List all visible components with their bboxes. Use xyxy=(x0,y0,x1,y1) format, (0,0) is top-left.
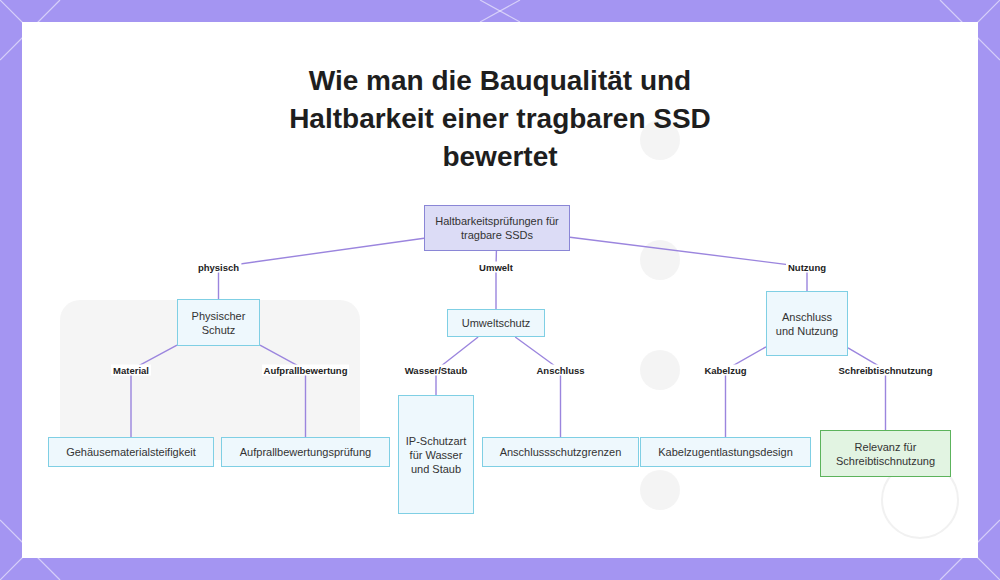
edge-label: Kabelzug xyxy=(702,365,748,376)
edge-label: Nutzung xyxy=(786,262,828,273)
node-label: Anschlussschutzgrenzen xyxy=(500,445,622,459)
edge-label: Aufprallbewertung xyxy=(262,365,350,376)
category-box: IP-Schutzart für Wasser und Staub xyxy=(398,395,474,514)
node-label: Umweltschutz xyxy=(462,316,530,330)
node-label: Anschluss und Nutzung xyxy=(772,310,842,338)
node-label: Kabelzugentlastungsdesign xyxy=(658,445,793,459)
node-label: Aufprallbewertungsprüfung xyxy=(240,445,371,459)
tree-connector xyxy=(570,237,807,291)
category-box: Kabelzugentlastungsdesign xyxy=(640,437,811,467)
root-box: Haltbarkeitsprüfungen für tragbare SSDs xyxy=(424,205,570,251)
tree-connector xyxy=(495,251,497,309)
edge-label: Anschluss xyxy=(534,365,586,376)
diagram-title: Wie man die Bauqualität und Haltbarkeit … xyxy=(240,62,760,176)
tree-connector xyxy=(219,238,425,299)
node-label: Physischer Schutz xyxy=(183,309,254,337)
node-label: Gehäusematerialsteifigkeit xyxy=(66,445,196,459)
node-label: Relevanz für Schreibtischnutzung xyxy=(826,440,945,468)
edge-label: Material xyxy=(111,365,151,376)
tree-connector xyxy=(848,348,886,430)
category-box: Gehäusematerialsteifigkeit xyxy=(48,437,214,467)
tree-connector xyxy=(131,345,177,437)
category-box: Relevanz für Schreibtischnutzung xyxy=(820,430,951,477)
edge-label: Wasser/Staub xyxy=(403,365,469,376)
node-label: IP-Schutzart für Wasser und Staub xyxy=(404,434,468,476)
edge-label: physisch xyxy=(196,262,241,273)
category-box: Aufprallbewertungsprüfung xyxy=(221,437,390,467)
category-box: Anschlussschutzgrenzen xyxy=(482,437,639,467)
tree-connector xyxy=(515,337,560,437)
category-box: Physischer Schutz xyxy=(177,299,260,346)
node-label: Haltbarkeitsprüfungen für tragbare SSDs xyxy=(430,214,564,242)
panel xyxy=(22,22,978,558)
faded-background xyxy=(60,120,680,510)
edge-label: Umwelt xyxy=(477,262,515,273)
category-box: Umweltschutz xyxy=(447,309,545,337)
edge-label: Schreibtischnutzung xyxy=(837,365,935,376)
category-box: Anschluss und Nutzung xyxy=(766,291,848,356)
tree-connector xyxy=(726,347,767,437)
tree-connector xyxy=(260,345,306,437)
